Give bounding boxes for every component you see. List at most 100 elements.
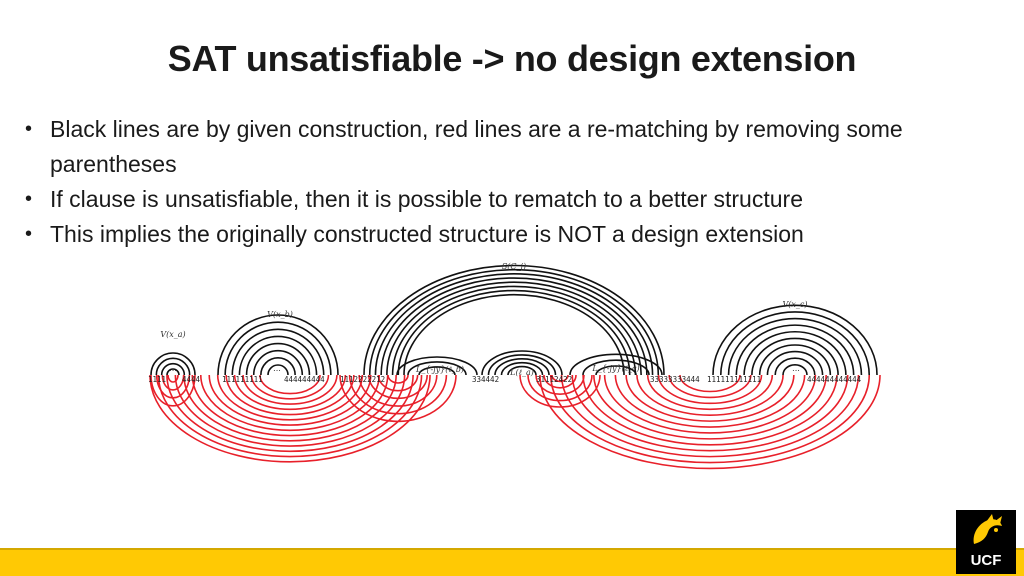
sequence-g2-left: 111111111 bbox=[222, 375, 263, 384]
black-arc-s-cj bbox=[363, 264, 665, 376]
logo-text: UCF bbox=[970, 552, 1002, 569]
red-arc-middle bbox=[535, 374, 585, 395]
black-arc-v-xc bbox=[766, 350, 824, 376]
black-arc-s-cj bbox=[368, 268, 660, 376]
parenthesis-matching-diagram: S(C_j) V(x_a) V(x_b) V(x_c) L_{-jy}(ℓ_b)… bbox=[148, 262, 881, 470]
red-arc-middle bbox=[543, 374, 577, 389]
black-arc-v-xc bbox=[758, 344, 832, 376]
bullet-text: Black lines are by given construction, r… bbox=[50, 116, 903, 177]
sequence-mid-4: 33333333444 bbox=[650, 375, 700, 384]
red-arc-left-bundle bbox=[149, 374, 431, 463]
red-arc-left-small bbox=[161, 374, 185, 391]
dots-label: ... bbox=[169, 364, 177, 373]
black-arc-v-xc bbox=[751, 337, 839, 376]
red-arc-left-bundle bbox=[157, 374, 423, 458]
black-arc-v-xb bbox=[260, 357, 296, 376]
black-arc-v-xb bbox=[231, 328, 325, 376]
label-v-xb: V(x_b) bbox=[267, 310, 293, 319]
red-arc-middle-left bbox=[358, 374, 438, 407]
red-arc-middle-left bbox=[387, 374, 409, 384]
slide-title: SAT unsatisfiable -> no design extension bbox=[167, 38, 857, 79]
red-arc-left-bundle bbox=[191, 374, 389, 437]
sequence-g3-left: 111111111111 bbox=[707, 375, 761, 384]
red-arc-left-bundle bbox=[225, 374, 355, 416]
black-arc-v-xb bbox=[217, 314, 339, 376]
red-arc-right-bundle bbox=[549, 374, 871, 464]
red-arc-right-bundle bbox=[614, 374, 806, 428]
black-arc-v-xc bbox=[712, 304, 878, 376]
pegasus-icon bbox=[973, 514, 1002, 544]
black-arc-s-cj bbox=[403, 293, 625, 376]
black-arc-l-b bbox=[407, 361, 467, 376]
black-arc-v-xb bbox=[267, 364, 289, 376]
black-arc-s-cj bbox=[386, 281, 642, 376]
sequence-g1-left: 1111 bbox=[148, 375, 166, 384]
red-arc-left-bundle bbox=[233, 374, 347, 411]
black-arc-l-b bbox=[418, 366, 456, 376]
red-arc-right-bundle bbox=[657, 374, 763, 404]
black-arc-v-xb bbox=[224, 321, 332, 376]
black-arc-v-xa bbox=[160, 362, 186, 376]
footer-divider bbox=[0, 548, 1024, 550]
black-arc-v-xc bbox=[782, 364, 808, 376]
black-arc-v-xb bbox=[238, 335, 318, 376]
black-arc-s-cj bbox=[397, 289, 631, 376]
red-arc-right-bundle bbox=[560, 374, 860, 458]
sequence-mid-1: 1112222212 bbox=[340, 375, 385, 384]
bullet-item: • This implies the originally constructed… bbox=[22, 217, 1002, 252]
red-arc-middle bbox=[551, 374, 569, 383]
red-arc-left-bundle bbox=[166, 374, 414, 453]
black-arc-l-a bbox=[481, 350, 563, 376]
black-arc-v-xc bbox=[735, 324, 855, 376]
red-arc-middle-left bbox=[348, 374, 448, 415]
bullet-item: •If clause is unsatisfiable, then it is … bbox=[22, 182, 1002, 217]
black-arc-v-xc bbox=[743, 331, 847, 376]
black-arc-l-a bbox=[500, 361, 544, 376]
red-arc-left-bundle bbox=[199, 374, 381, 432]
dots-label: ... bbox=[792, 364, 800, 373]
bullet-list: • Black lines are by given construction, … bbox=[22, 112, 1002, 252]
black-arc-v-xa bbox=[150, 352, 196, 376]
black-arc-v-xc bbox=[774, 357, 816, 376]
black-arcs-group bbox=[150, 264, 878, 376]
red-arc-right-bundle bbox=[571, 374, 849, 452]
black-arc-l-a bbox=[494, 358, 550, 376]
red-arc-right-bundle bbox=[646, 374, 774, 411]
label-l-b: L_{-jy}(ℓ_b) bbox=[415, 365, 464, 374]
bullet-icon: • bbox=[25, 223, 33, 245]
red-arc-middle-left bbox=[368, 374, 428, 400]
red-arc-left-bundle bbox=[259, 374, 321, 395]
black-arc-v-xc bbox=[719, 311, 871, 376]
bullet-item: •Black lines are by given construction, … bbox=[22, 112, 1002, 182]
red-arc-left-small bbox=[150, 374, 196, 407]
red-arc-middle-left bbox=[377, 374, 419, 392]
red-arc-right-bundle bbox=[636, 374, 784, 416]
red-arc-right-bundle bbox=[539, 374, 881, 470]
black-arc-v-xb bbox=[245, 342, 311, 376]
red-arc-right-bundle bbox=[582, 374, 838, 446]
sequence-g3-right: 444444444444 bbox=[807, 375, 862, 384]
black-arc-s-cj bbox=[380, 277, 648, 376]
black-arc-l-c bbox=[582, 359, 650, 376]
red-arc-left-small bbox=[167, 374, 179, 383]
black-arc-s-cj bbox=[391, 285, 637, 376]
red-arc-middle-left bbox=[339, 374, 457, 423]
sequence-mid-2: 334442 bbox=[472, 375, 499, 384]
black-arc-l-b bbox=[396, 356, 478, 376]
black-arc-v-xb bbox=[252, 349, 304, 376]
label-v-xa: V(x_a) bbox=[160, 330, 185, 339]
red-arc-left-bundle bbox=[216, 374, 364, 421]
black-arc-s-cj bbox=[374, 273, 654, 376]
red-arc-right-bundle bbox=[593, 374, 827, 440]
dots-label: ... bbox=[273, 364, 281, 373]
red-arc-left-bundle bbox=[250, 374, 330, 400]
black-arc-v-xa bbox=[166, 368, 180, 376]
red-arc-right-bundle bbox=[668, 374, 752, 399]
red-arc-right-bundle bbox=[679, 374, 741, 393]
bullet-text: This implies the originally constructed … bbox=[50, 221, 804, 247]
sequence-mid-3: 31112422 bbox=[536, 375, 572, 384]
sequence-g1-right: 4444 bbox=[182, 375, 201, 384]
ucf-logo: UCF bbox=[956, 510, 1016, 574]
sequence-g2-right: 444444444 bbox=[284, 375, 325, 384]
